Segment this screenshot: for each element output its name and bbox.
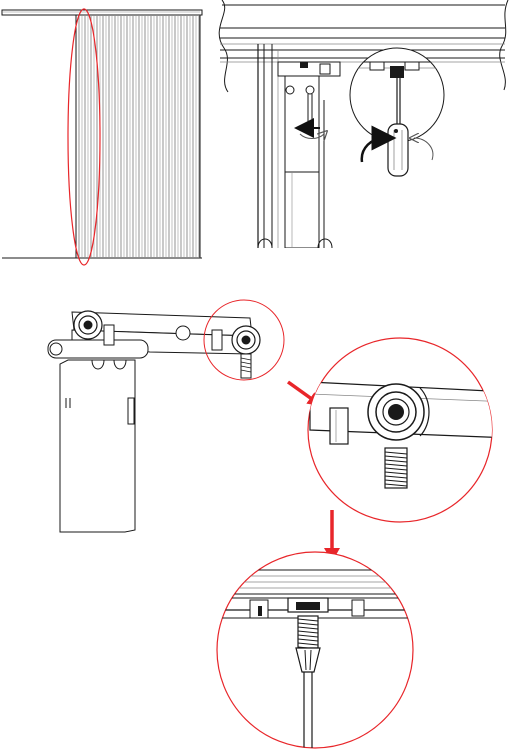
roller-carrier-part	[47, 299, 285, 533]
panel-top-track-adjust	[218, 0, 509, 248]
carrier-bracket	[277, 61, 341, 248]
left-roller-wheel	[73, 310, 103, 340]
edge-highlight-ellipse	[67, 8, 101, 266]
threaded-bolt	[240, 353, 252, 379]
rotate-clockwise-arrow-icon	[360, 125, 397, 163]
roller-highlight-circle	[203, 299, 285, 381]
panel-pleated-blind	[1, 8, 203, 266]
callout-arrow-icon	[286, 380, 322, 407]
roller-closeup-magnifier	[307, 337, 493, 523]
pleat-lines	[78, 16, 200, 257]
right-roller-wheel	[231, 325, 261, 355]
screw-closeup-magnifier	[216, 551, 414, 749]
screwdriver-icon	[295, 647, 321, 673]
rotate-counterclockwise-arrow-icon	[294, 118, 324, 139]
rotate-counterclockwise-arrow-icon	[414, 138, 434, 161]
